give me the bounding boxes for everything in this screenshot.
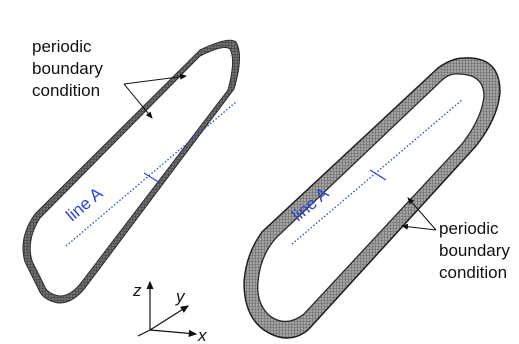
- coordinate-axes: z y x: [132, 280, 207, 344]
- right-ring: [243, 57, 501, 339]
- line-a-left-tick: [143, 172, 161, 184]
- x-axis-label: x: [197, 326, 207, 344]
- pbc-right-arrow-2: [401, 223, 437, 231]
- line-a-left-dotted: [65, 101, 237, 247]
- pbc-right-line-2: boundary: [439, 241, 510, 260]
- pbc-right-annotation: periodic boundary condition: [401, 197, 515, 282]
- x-axis-tail: [137, 329, 151, 337]
- right-ring-inner-rim: [257, 73, 485, 323]
- right-ring-outer-surface: [243, 57, 501, 339]
- pbc-right-arrow-1: [407, 197, 437, 231]
- x-axis-arrow: [149, 329, 198, 337]
- pbc-left-line-1: periodic: [32, 37, 92, 56]
- pbc-right-line-3: condition: [439, 263, 507, 282]
- pbc-right-label: periodic boundary condition: [439, 219, 515, 282]
- pbc-left-label: periodic boundary condition: [32, 37, 108, 100]
- line-a-right-tick: [369, 169, 387, 181]
- pbc-left-line-3: condition: [32, 81, 100, 100]
- pbc-right-line-1: periodic: [439, 219, 499, 238]
- pbc-left-arrow-2: [123, 83, 153, 119]
- z-axis-label: z: [132, 281, 142, 300]
- pbc-left-arrow-1: [123, 73, 187, 85]
- left-ring-band: [22, 39, 240, 304]
- y-axis-label: y: [175, 287, 186, 306]
- left-ring: [22, 39, 240, 304]
- pbc-left-annotation: periodic boundary condition: [32, 37, 187, 119]
- pbc-left-line-2: boundary: [32, 59, 103, 78]
- y-axis-arrow: [149, 305, 190, 331]
- line-a-right-dotted: [291, 99, 463, 245]
- line-a-left-label: line A: [62, 183, 107, 225]
- line-a-left: line A: [62, 101, 237, 247]
- right-ring-outer-rim: [243, 57, 501, 339]
